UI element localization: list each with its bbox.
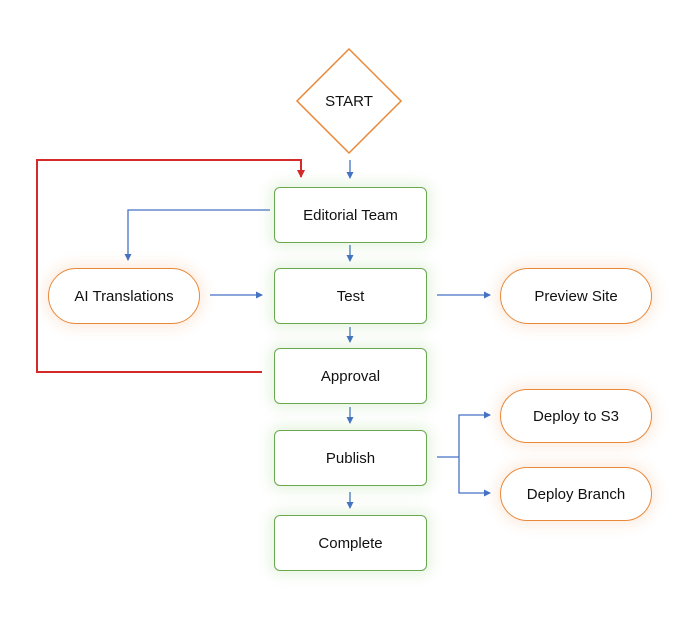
complete-step: Complete: [274, 515, 427, 571]
deploy-to-s3-node: Deploy to S3: [500, 389, 652, 443]
publish-step: Publish: [274, 430, 427, 486]
arrow-approval-loop-back: [36, 159, 305, 373]
arrow-publish-to-deploy-branch: [458, 457, 491, 497]
arrow-publish-to-deploy-s3: [458, 411, 491, 457]
ai-translations-node: AI Translations: [48, 268, 200, 324]
start-node: START: [295, 47, 403, 155]
test-step: Test: [274, 268, 427, 324]
start-diamond-shape: [295, 47, 403, 155]
deploy-branch-node: Deploy Branch: [500, 467, 652, 521]
arrow-editorial-to-ai-translations: [124, 209, 270, 261]
editorial-team-step: Editorial Team: [274, 187, 427, 243]
approval-step: Approval: [274, 348, 427, 404]
start-label: START: [325, 92, 373, 110]
preview-site-node: Preview Site: [500, 268, 652, 324]
